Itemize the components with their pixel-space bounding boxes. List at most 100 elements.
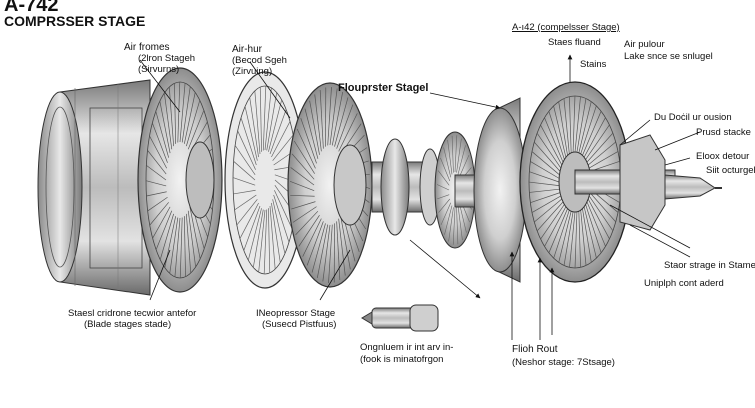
- blade-line: [529, 171, 560, 183]
- blade-line: [586, 132, 614, 163]
- blade-line: [183, 216, 186, 277]
- label-air-hur-sub1: (Becod Sgeh: [232, 55, 287, 66]
- blade-line: [314, 94, 322, 152]
- blade-line: [262, 86, 267, 151]
- blade-line: [263, 209, 268, 274]
- blade-line: [159, 213, 174, 260]
- label-du-docil: Du Doċil ur ousion: [654, 112, 732, 123]
- blade-line: [569, 96, 572, 153]
- blade-line: [585, 204, 602, 253]
- label-susecd: (Susecd Pistfuus): [262, 319, 337, 330]
- blade-line: [292, 206, 317, 223]
- blade-line: [580, 105, 597, 155]
- blade-line: [457, 145, 466, 175]
- blade-line: [588, 195, 614, 231]
- blade-line: [264, 87, 272, 151]
- blade-line: [457, 205, 463, 241]
- blade-line: [179, 83, 186, 143]
- label-prusd-stacke: Prusd stacke: [696, 127, 751, 138]
- blade-line: [271, 202, 281, 263]
- blade-line: [572, 95, 576, 153]
- blade-line: [531, 195, 562, 213]
- blade-line: [187, 110, 205, 150]
- blade-line: [304, 108, 319, 159]
- blade-line: [240, 117, 257, 166]
- blade-line: [338, 218, 346, 276]
- blade-line: [530, 161, 560, 179]
- blade-line: [237, 130, 256, 170]
- label-stage-reference: A-ı42 (compelsser Stage): [512, 22, 620, 33]
- blade-line: [340, 215, 351, 270]
- blade-line: [291, 153, 315, 180]
- leader-lines: [139, 54, 701, 340]
- blade-line: [452, 207, 456, 245]
- blade-line: [440, 202, 452, 225]
- outer-casing-section: [37, 79, 151, 296]
- blade-line: [244, 106, 258, 161]
- label-staesl-cridrone: Staesl cridrone tecwior antefor: [68, 308, 197, 319]
- blade-line: [558, 211, 572, 263]
- blade-line: [254, 90, 261, 155]
- label-air-hur: Air-hur: [232, 44, 263, 55]
- blade-line: [187, 210, 196, 268]
- blade-line: [289, 181, 315, 192]
- blade-line: [145, 180, 167, 187]
- blade-line: [249, 97, 259, 158]
- blade-line: [243, 205, 261, 251]
- blade-line: [553, 209, 570, 259]
- blade-line: [536, 201, 564, 232]
- blade-line: [588, 151, 619, 169]
- blade-line: [458, 155, 470, 178]
- blade-line: [334, 97, 349, 147]
- blade-line: [174, 83, 177, 144]
- blade-line: [553, 105, 567, 158]
- blade-line: [548, 208, 568, 253]
- blade-line: [338, 113, 358, 152]
- blade-line: [582, 208, 592, 263]
- blade-line: [272, 134, 294, 161]
- blade-line: [189, 206, 201, 259]
- blade-line: [290, 194, 315, 197]
- blade-line: [456, 207, 459, 245]
- blade-line: [440, 157, 451, 182]
- blade-line: [583, 117, 606, 158]
- blade-line: [456, 138, 462, 173]
- blade-line: [587, 198, 610, 240]
- blade-line: [186, 100, 201, 147]
- blade-line: [447, 139, 453, 175]
- label-eloox-detour: Eloox detour: [696, 151, 750, 162]
- blade-line: [438, 198, 451, 213]
- blade-line: [322, 224, 331, 282]
- label-ongnluem: Ongnluem ir int arv in-: [360, 342, 454, 353]
- blade-line: [316, 224, 329, 279]
- blade-line: [232, 177, 256, 186]
- blade-line: [258, 209, 266, 273]
- blade-line: [291, 201, 316, 210]
- label-air-hur-sub2: (Zirvuing): [232, 66, 273, 77]
- label-ineopressor-stage: INeopressor Stage: [256, 308, 336, 319]
- blade-line: [169, 217, 179, 274]
- blade-line: [544, 117, 564, 163]
- blade-line: [574, 211, 578, 269]
- blade-line: [183, 92, 196, 144]
- label-lake-snce: Lake snce se snlugel: [624, 51, 713, 62]
- blade-line: [328, 224, 333, 283]
- blade-line: [152, 122, 168, 163]
- blade-line: [247, 208, 262, 261]
- label-flouprster-stage: Flouprster Stagel: [338, 82, 429, 94]
- blade-line: [336, 104, 354, 149]
- blade-line: [164, 92, 173, 150]
- blade-line: [293, 140, 315, 174]
- blade-line: [300, 117, 317, 164]
- blade-line: [179, 217, 183, 279]
- blade-line: [268, 99, 283, 152]
- blade-line: [269, 205, 276, 270]
- blade-line: [437, 194, 450, 200]
- blade-line: [233, 189, 256, 195]
- blade-line: [290, 167, 315, 186]
- label-air-frames-sub1: (2lron Stageh: [138, 53, 196, 64]
- blade-line: [540, 124, 563, 166]
- second-blade-stage: [224, 71, 306, 289]
